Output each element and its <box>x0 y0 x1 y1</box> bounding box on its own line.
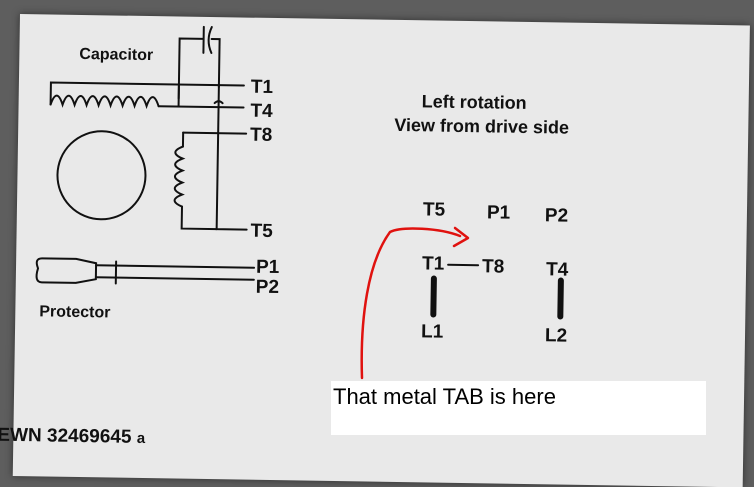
annotation-arrow <box>362 229 460 378</box>
annotation-box: That metal TAB is here <box>331 381 706 435</box>
annotation-text: That metal TAB is here <box>333 384 556 410</box>
annotation-arrowhead <box>454 228 468 246</box>
